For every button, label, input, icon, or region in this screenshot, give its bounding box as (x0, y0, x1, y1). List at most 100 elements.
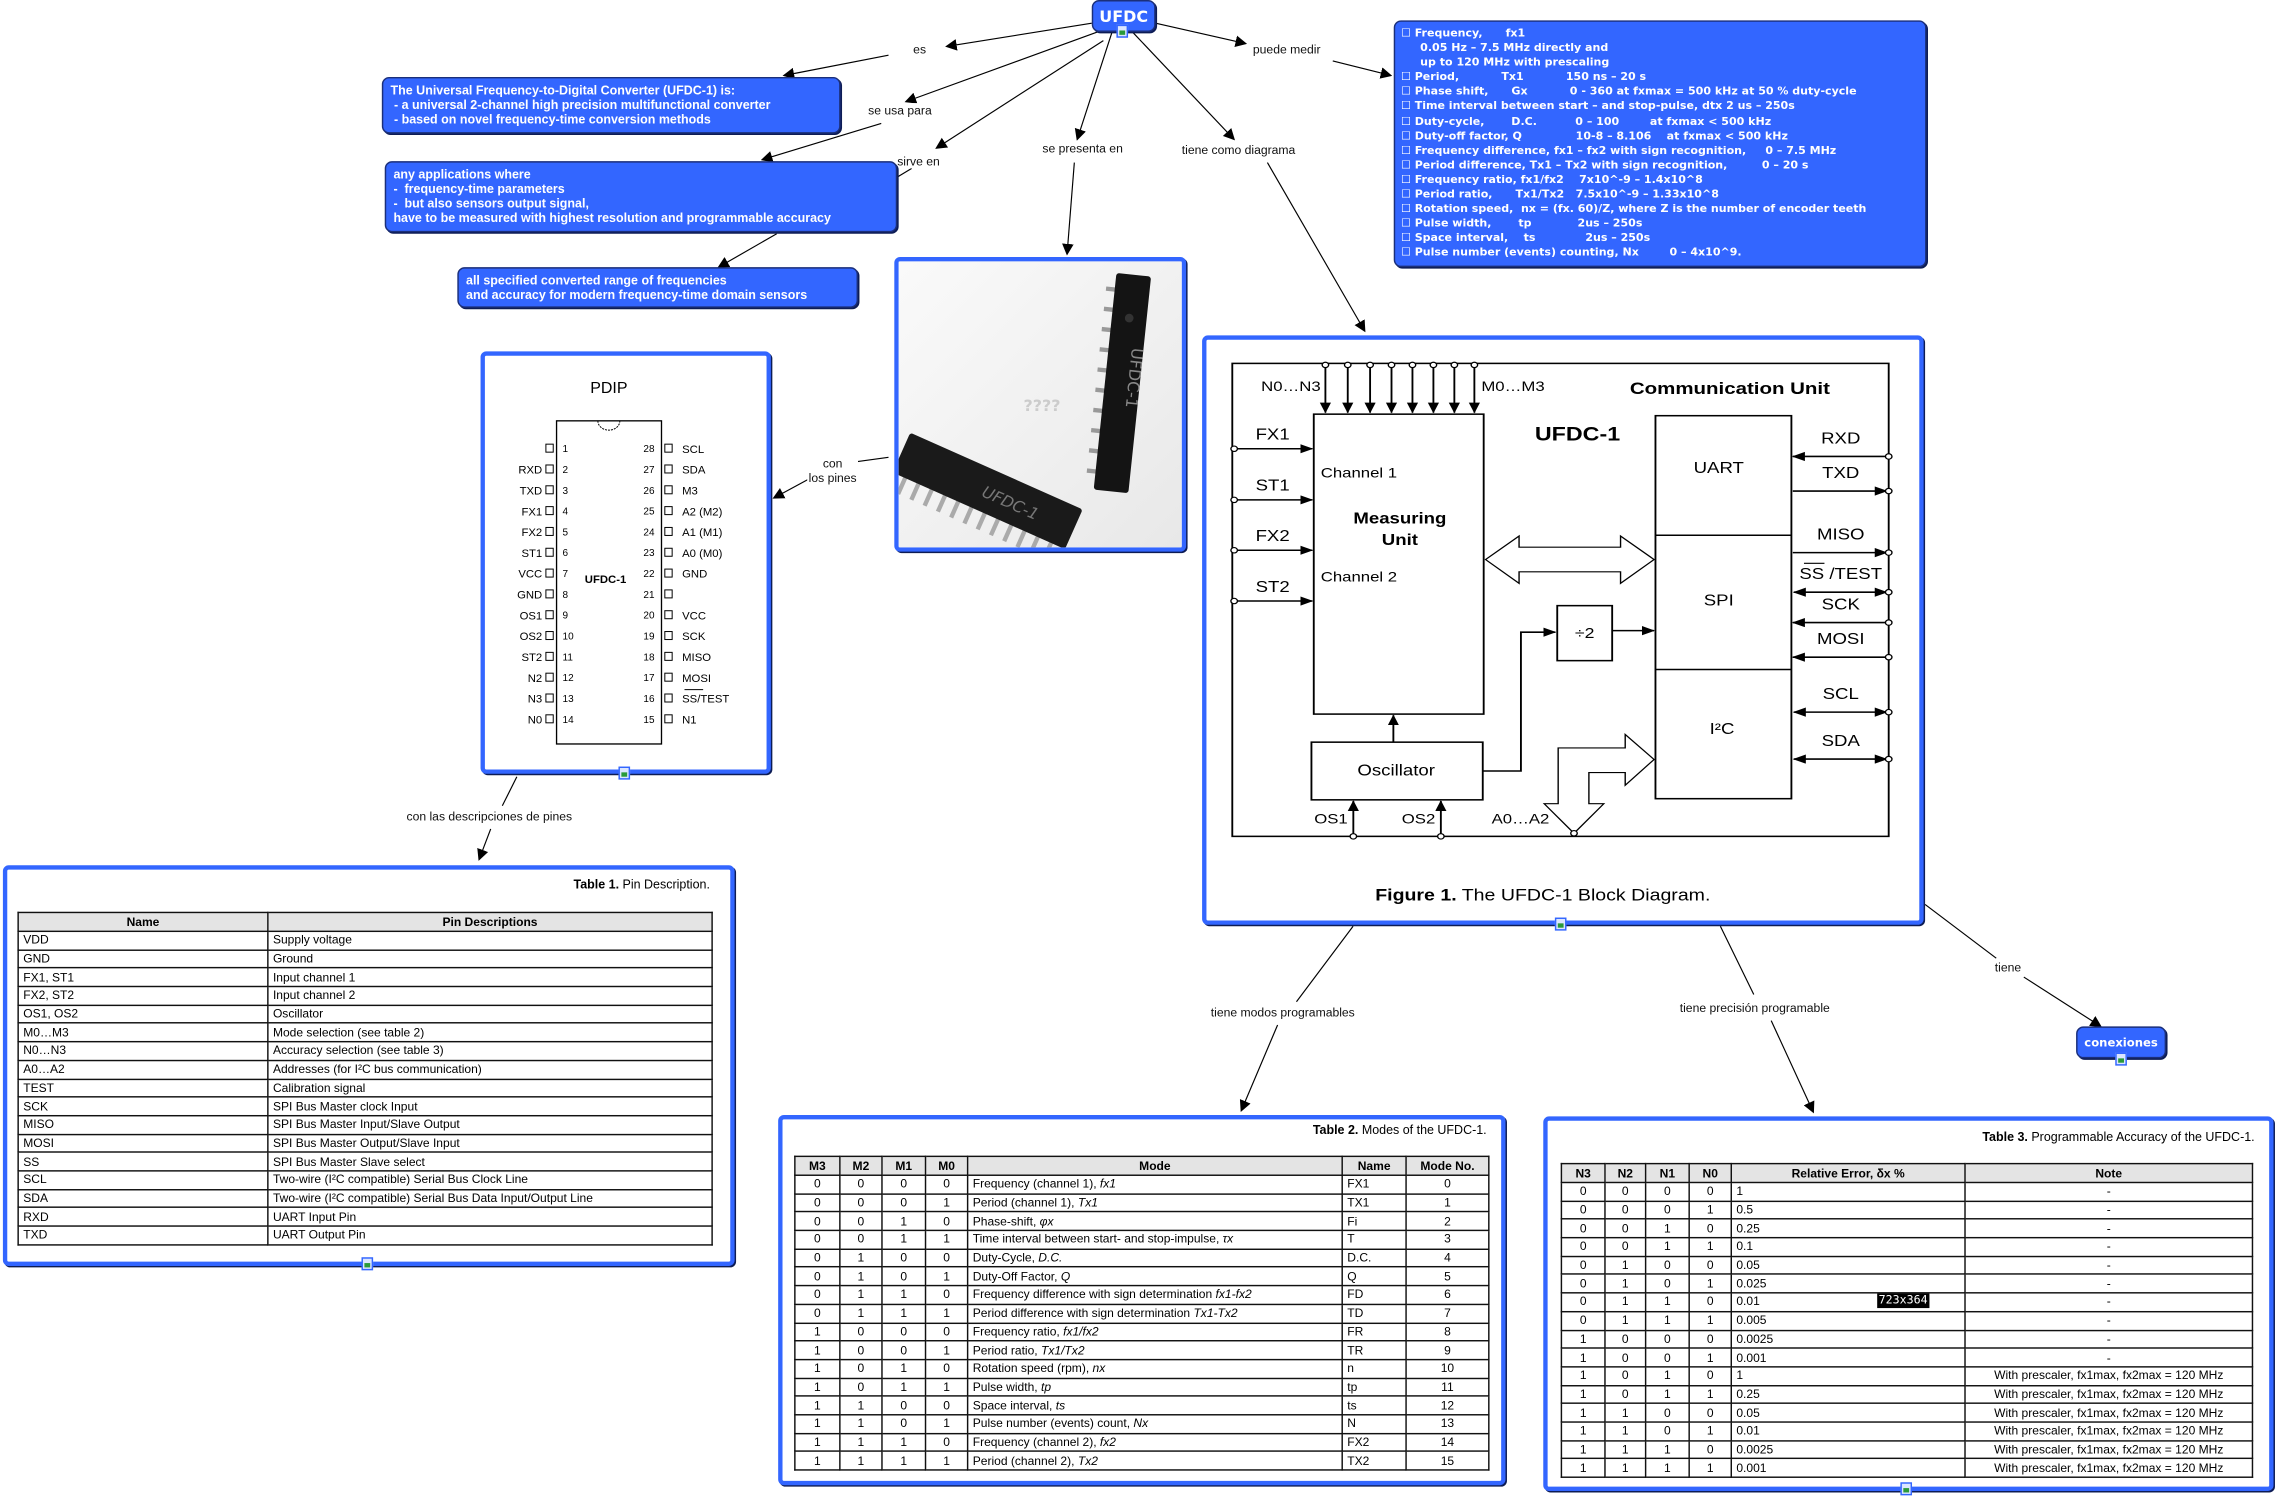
mode-symbol: Tx1-Tx2 (1193, 1305, 1238, 1320)
pin-name: ST2 (521, 652, 542, 664)
attachment-icon[interactable] (2115, 1052, 2127, 1066)
mode-symbol: φx (1039, 1213, 1054, 1228)
pin-pad (544, 693, 554, 703)
pin-name-cell: SCL (17, 1170, 269, 1190)
parameter-line: ☐ Period ratio, Tx1/Tx2 7.5x10^-9 – 1.33… (1400, 187, 1719, 201)
pin-pad (663, 547, 673, 557)
input-pin-label: ST2 (1255, 579, 1289, 596)
mode-bit-cell: 1 (794, 1432, 841, 1453)
mode-text: Period ratio, (972, 1342, 1042, 1357)
column-header: N0 (1688, 1162, 1732, 1184)
mode-bit-cell: 0 (881, 1321, 927, 1342)
mode-number-cell: 15 (1405, 1450, 1490, 1471)
channel-2-label: Channel 2 (1320, 570, 1396, 585)
pin-number: 18 (643, 652, 655, 663)
attachment-icon[interactable] (1554, 917, 1567, 931)
text-line: any applications where (393, 166, 531, 182)
pin-pad (663, 714, 673, 724)
pin-name: A1 (M1) (682, 527, 722, 539)
mode-bit-cell: 0 (794, 1229, 841, 1250)
interface-pin-label: MOSI (1816, 631, 1864, 648)
pin-name-cell: MISO (17, 1114, 269, 1135)
table3-title: Table 3. Programmable Accuracy of the UF… (1982, 1130, 2254, 1145)
parameter-line: ☐ Phase shift, Gx 0 - 360 at fxmax = 500… (1400, 84, 1857, 98)
mode-bit-cell: 1 (839, 1395, 883, 1416)
mode-number-cell: 5 (1405, 1266, 1490, 1287)
pin-number: 25 (643, 507, 655, 518)
title-bold: Table 3. (1982, 1129, 2028, 1145)
link-label-line: los pines (808, 470, 857, 485)
attachment-icon[interactable] (361, 1257, 374, 1271)
mode-number-cell: 0 (1405, 1174, 1490, 1195)
attachment-icon[interactable] (1900, 1482, 1913, 1496)
mode-bit-cell: 0 (881, 1174, 927, 1195)
mode-bit-cell: 0 (839, 1321, 883, 1342)
relative-error-cell: 0.25 (1730, 1218, 1966, 1239)
table2-title: Table 2. Modes of the UFDC-1. (1313, 1122, 1487, 1137)
pin-pad (663, 506, 673, 516)
block-diagram-frame[interactable] (1202, 335, 1924, 925)
mode-symbol: ts (1055, 1397, 1066, 1413)
concept-definition[interactable]: The Universal Frequency-to-Digital Conve… (381, 76, 841, 134)
pin-name-cell: VDD (17, 930, 269, 951)
pin-description-cell: Addresses (for I²C bus communication) (267, 1059, 713, 1080)
uart-label: UART (1693, 460, 1744, 477)
accuracy-bit-cell: 1 (1560, 1329, 1606, 1349)
parameter-line: ☐ Time interval between start – and stop… (1400, 99, 1795, 113)
pin-pad (544, 568, 554, 578)
caption-bold: Figure 1. (1374, 887, 1455, 905)
attachment-icon[interactable] (618, 766, 631, 780)
pin-description-cell: Two-wire (I²C compatible) Serial Bus Dat… (267, 1188, 713, 1209)
pin-name: N2 (527, 673, 541, 685)
mode-cell: Frequency (channel 2), fx2 (966, 1432, 1343, 1453)
attachment-icon[interactable] (1116, 24, 1129, 38)
parameter-line: ☐ Space interval, ts 2us – 250s (1400, 231, 1651, 245)
figure-caption: Figure 1. The UFDC-1 Block Diagram. (1374, 887, 1709, 905)
mode-bit-cell: 1 (794, 1395, 841, 1416)
concept-specified-range[interactable]: all specified converted range of frequen… (457, 267, 859, 308)
concept-applications[interactable]: any applications where - frequency-time … (384, 161, 898, 233)
accuracy-bit-cell: 0 (1604, 1365, 1647, 1386)
pin-number: 8 (562, 590, 568, 601)
chip-photo-frame[interactable]: UFDC-1 ???? UFDC-1 (893, 256, 1187, 560)
pin-number: 6 (562, 548, 568, 559)
mode-cell: Space interval, ts (966, 1395, 1343, 1416)
pin-description-cell: Two-wire (I²C compatible) Serial Bus Clo… (267, 1170, 713, 1190)
concept-label: conexiones (2084, 1036, 2158, 1050)
pin-description-cell: SPI Bus Master Output/Slave Input (267, 1133, 713, 1154)
link-label-se-presenta-en: se presenta en (1040, 140, 1125, 156)
pin-name-cell: MOSI (17, 1133, 269, 1154)
concept-measurable-parameters[interactable]: ☐ Frequency, fx1 0.05 Hz – 7.5 MHz direc… (1393, 20, 1927, 268)
mode-bit-cell: 0 (794, 1266, 841, 1287)
pin-pad (663, 693, 673, 703)
pin-number: 11 (562, 652, 573, 663)
pin-pad (544, 714, 554, 724)
mode-bit-cell: 0 (881, 1413, 927, 1434)
pin-name-cell: FX2, ST2 (17, 985, 269, 1006)
mode-text: Frequency ratio, (972, 1323, 1064, 1339)
mode-number-cell: 1 (1405, 1192, 1490, 1213)
pin-pad (544, 506, 554, 516)
accuracy-bit-cell: 1 (1604, 1402, 1647, 1423)
mode-bit-cell: 1 (839, 1413, 883, 1434)
mode-bit-cell: 0 (881, 1192, 927, 1213)
mode-bit-cell: 0 (839, 1192, 883, 1213)
pin-name: N1 (682, 714, 696, 726)
title-bold: Table 1. (573, 876, 620, 892)
mode-bit-cell: 1 (924, 1340, 969, 1361)
pin-name-cell: M0…M3 (17, 1022, 269, 1043)
pin-description-cell: SPI Bus Master Input/Slave Output (267, 1114, 713, 1135)
accuracy-bit-cell: 1 (1644, 1310, 1690, 1331)
mode-bit-cell: 0 (881, 1248, 927, 1269)
mode-bit-cell: 0 (924, 1321, 969, 1342)
